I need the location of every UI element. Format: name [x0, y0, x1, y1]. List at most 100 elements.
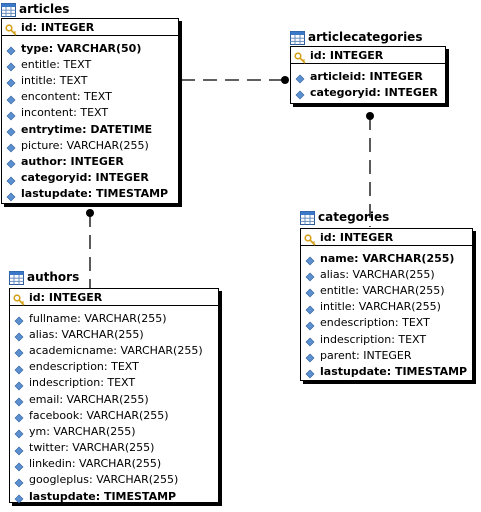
table-name: articles: [19, 2, 70, 16]
diamond-icon: [294, 86, 306, 100]
column-row[interactable]: entitle: TEXT: [2, 56, 178, 72]
diamond-icon: [13, 393, 25, 407]
column-label: academicname: VARCHAR(255): [29, 343, 203, 357]
diamond-icon: [304, 333, 316, 347]
column-row[interactable]: alias: VARCHAR(255): [10, 326, 218, 342]
column-label: name: VARCHAR(255): [320, 251, 455, 265]
diamond-icon: [304, 301, 316, 315]
column-row[interactable]: name: VARCHAR(255): [301, 250, 472, 266]
relation-end-dot: [86, 209, 94, 217]
diamond-icon: [5, 188, 17, 202]
column-label: lastupdate: TIMESTAMP: [320, 364, 468, 378]
diamond-icon: [304, 365, 316, 379]
column-row[interactable]: intitle: VARCHAR(255): [301, 299, 472, 315]
primary-key-row[interactable]: id: INTEGER: [291, 47, 445, 64]
table-name: categories: [318, 210, 390, 224]
column-label: author: INTEGER: [21, 154, 124, 168]
column-row[interactable]: email: VARCHAR(255): [10, 391, 218, 407]
column-label: id: INTEGER: [310, 48, 384, 62]
column-row[interactable]: fullname: VARCHAR(255): [10, 310, 218, 326]
diamond-icon: [13, 490, 25, 504]
column-label: endescription: TEXT: [29, 360, 139, 374]
column-row[interactable]: googleplus: VARCHAR(255): [10, 472, 218, 488]
column-row[interactable]: indescription: TEXT: [301, 331, 472, 347]
column-label: entitle: TEXT: [21, 57, 92, 71]
diamond-icon: [304, 284, 316, 298]
column-label: id: INTEGER: [320, 230, 394, 244]
column-row[interactable]: ym: VARCHAR(255): [10, 423, 218, 439]
column-row[interactable]: endescription: TEXT: [301, 315, 472, 331]
column-row[interactable]: alias: VARCHAR(255): [301, 266, 472, 282]
diamond-icon: [5, 107, 17, 121]
diamond-icon: [13, 377, 25, 391]
column-label: lastupdate: TIMESTAMP: [29, 489, 177, 503]
column-row[interactable]: entitle: VARCHAR(255): [301, 282, 472, 298]
primary-key-row[interactable]: id: INTEGER: [301, 229, 472, 246]
column-label: id: INTEGER: [21, 20, 95, 34]
column-row[interactable]: lastupdate: TIMESTAMP: [301, 363, 472, 379]
column-label: type: VARCHAR(50): [21, 41, 142, 55]
diamond-icon: [5, 172, 17, 186]
column-row[interactable]: indescription: TEXT: [10, 375, 218, 391]
column-row[interactable]: lastupdate: TIMESTAMP: [10, 488, 218, 504]
table-body: id: INTEGER fullname: VARCHAR(255) alias: …: [9, 288, 219, 504]
column-label: ym: VARCHAR(255): [29, 424, 136, 438]
diamond-icon: [13, 328, 25, 342]
column-row[interactable]: type: VARCHAR(50): [2, 40, 178, 56]
primary-key-row[interactable]: id: INTEGER: [2, 19, 178, 36]
column-row[interactable]: facebook: VARCHAR(255): [10, 407, 218, 423]
column-row[interactable]: articleid: INTEGER: [291, 68, 445, 84]
column-label: categoryid: INTEGER: [21, 171, 149, 185]
column-row[interactable]: incontent: TEXT: [2, 105, 178, 121]
column-row[interactable]: endescription: TEXT: [10, 359, 218, 375]
table-name: authors: [27, 270, 80, 284]
column-row[interactable]: categoryid: INTEGER: [2, 170, 178, 186]
column-label: encontent: TEXT: [21, 90, 112, 104]
column-row[interactable]: parent: INTEGER: [301, 347, 472, 363]
diamond-icon: [13, 361, 25, 375]
diamond-icon: [304, 349, 316, 363]
primary-key-row[interactable]: id: INTEGER: [10, 289, 218, 306]
diamond-icon: [5, 58, 17, 72]
column-label: intitle: TEXT: [21, 73, 88, 87]
column-row[interactable]: picture: VARCHAR(255): [2, 137, 178, 153]
column-row[interactable]: entrytime: DATETIME: [2, 121, 178, 137]
column-label: id: INTEGER: [29, 290, 103, 304]
column-label: alias: VARCHAR(255): [320, 267, 435, 281]
diamond-icon: [5, 155, 17, 169]
diamond-icon: [13, 409, 25, 423]
key-icon: [304, 231, 316, 246]
diamond-icon: [5, 91, 17, 105]
column-label: indescription: TEXT: [320, 332, 427, 346]
diamond-icon: [13, 344, 25, 358]
table-icon: [300, 210, 315, 225]
table-title: articlecategories: [290, 28, 422, 46]
column-row[interactable]: intitle: TEXT: [2, 72, 178, 88]
column-row[interactable]: twitter: VARCHAR(255): [10, 440, 218, 456]
column-label: entrytime: DATETIME: [21, 122, 153, 136]
column-row[interactable]: linkedin: VARCHAR(255): [10, 456, 218, 472]
column-label: fullname: VARCHAR(255): [29, 311, 167, 325]
table-title: authors: [9, 268, 79, 286]
table-icon: [290, 30, 305, 45]
key-icon: [5, 21, 17, 36]
diamond-icon: [13, 425, 25, 439]
column-label: twitter: VARCHAR(255): [29, 441, 155, 455]
column-label: alias: VARCHAR(255): [29, 327, 144, 341]
column-label: googleplus: VARCHAR(255): [29, 473, 179, 487]
relation-end-dot: [366, 112, 374, 120]
diamond-icon: [304, 268, 316, 282]
column-row[interactable]: encontent: TEXT: [2, 89, 178, 105]
key-icon: [294, 49, 306, 64]
column-label: intitle: VARCHAR(255): [320, 300, 441, 314]
column-row[interactable]: lastupdate: TIMESTAMP: [2, 186, 178, 202]
diamond-icon: [13, 312, 25, 326]
column-row[interactable]: academicname: VARCHAR(255): [10, 342, 218, 358]
diamond-icon: [304, 317, 316, 331]
table-icon: [9, 270, 24, 285]
column-label: categoryid: INTEGER: [310, 85, 438, 99]
diamond-icon: [13, 474, 25, 488]
column-row[interactable]: categoryid: INTEGER: [291, 84, 445, 100]
column-row[interactable]: author: INTEGER: [2, 153, 178, 169]
